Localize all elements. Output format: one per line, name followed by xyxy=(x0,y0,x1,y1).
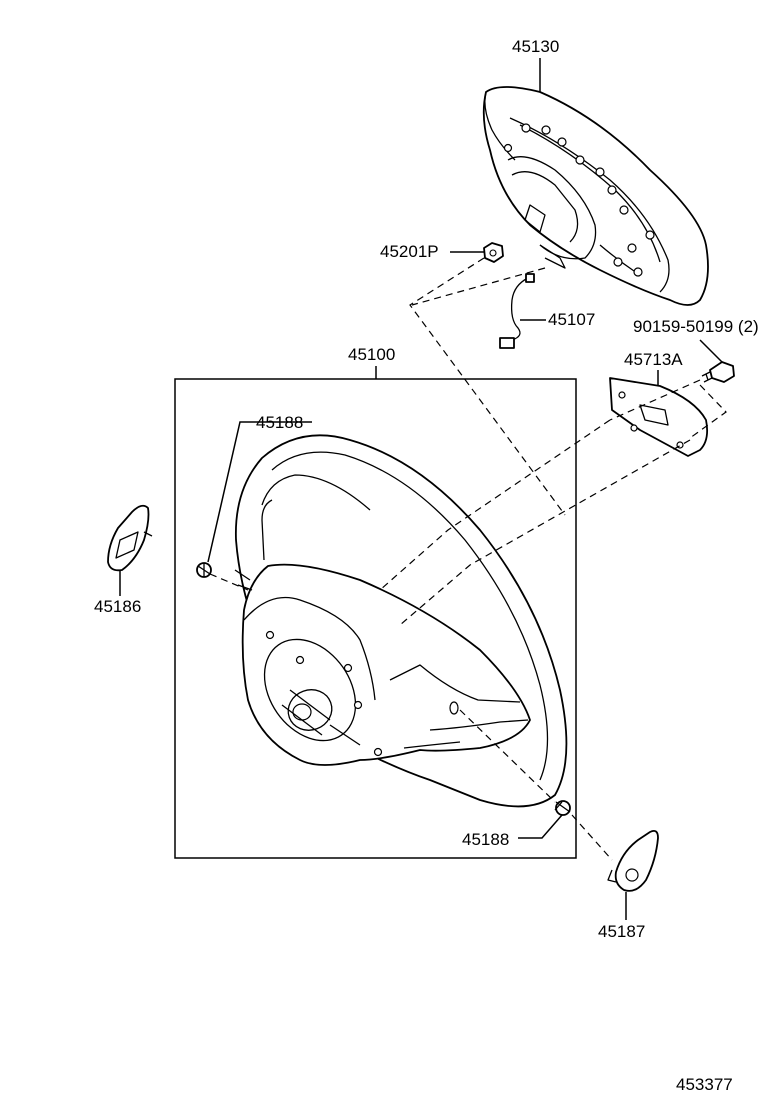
nut-45201p xyxy=(483,242,504,263)
assembly-guide-lines xyxy=(209,257,727,861)
diagram-reference-number: 453377 xyxy=(676,1075,733,1094)
label-45130: 45130 xyxy=(512,37,559,56)
label-45201p: 45201P xyxy=(380,242,439,261)
screw-45188-upper xyxy=(196,562,212,578)
label-90159-50199: 90159-50199 (2) xyxy=(633,317,759,336)
bolt-90159-50199 xyxy=(701,361,735,383)
cover-45713a xyxy=(609,377,709,457)
steering-pad-45130 xyxy=(482,86,709,306)
label-45187: 45187 xyxy=(598,922,645,941)
cover-45187 xyxy=(607,829,659,892)
steering-wheel-45100 xyxy=(234,434,568,808)
label-45186: 45186 xyxy=(94,597,141,616)
label-45107: 45107 xyxy=(548,310,595,329)
label-45100: 45100 xyxy=(348,345,395,364)
label-45713a: 45713A xyxy=(624,350,683,369)
cover-45186 xyxy=(107,504,153,572)
wire-harness-45107 xyxy=(499,273,535,349)
screw-45188-lower xyxy=(554,800,571,816)
label-45188-lower: 45188 xyxy=(462,830,509,849)
